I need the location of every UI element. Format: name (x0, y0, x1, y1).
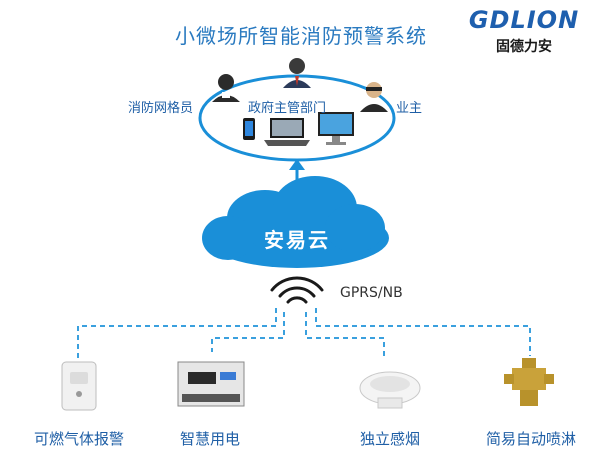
smart-meter-icon (177, 361, 245, 407)
uplink-arrowhead (289, 159, 305, 170)
brand-logo: GDLION 固德力安 (454, 6, 594, 56)
smoke-detector-icon (359, 371, 421, 409)
sprinkler-valve-icon (504, 358, 554, 406)
laptop-icon (264, 118, 310, 146)
cloud-label: 安易云 (264, 228, 330, 252)
dashed-links (77, 308, 531, 362)
user-owner-icon (360, 82, 388, 112)
user-operator-icon (212, 74, 240, 102)
user-label-owner: 业主 (396, 101, 423, 116)
device-label-smoke: 独立感烟 (359, 430, 420, 448)
monitor-icon (318, 112, 354, 145)
device-label-sprinkler: 简易自动喷淋 (485, 430, 576, 448)
device-label-gas: 可燃气体报警 (33, 430, 124, 448)
user-official-icon (283, 58, 311, 88)
wireless-signal-icon (270, 276, 324, 304)
network-label: GPRS/NB (340, 285, 403, 301)
gas-detector-icon (61, 361, 97, 411)
logo-sub-text: 固德力安 (496, 39, 552, 55)
cloud-shape (202, 176, 389, 268)
device-label-electric: 智慧用电 (179, 430, 240, 448)
phone-icon (243, 118, 255, 140)
logo-brand-text: GDLION (468, 6, 580, 34)
user-label-government: 政府主管部门 (248, 101, 327, 116)
user-label-operator: 消防网格员 (128, 101, 194, 116)
diagram-title: 小微场所智能消防预警系统 (175, 24, 427, 48)
